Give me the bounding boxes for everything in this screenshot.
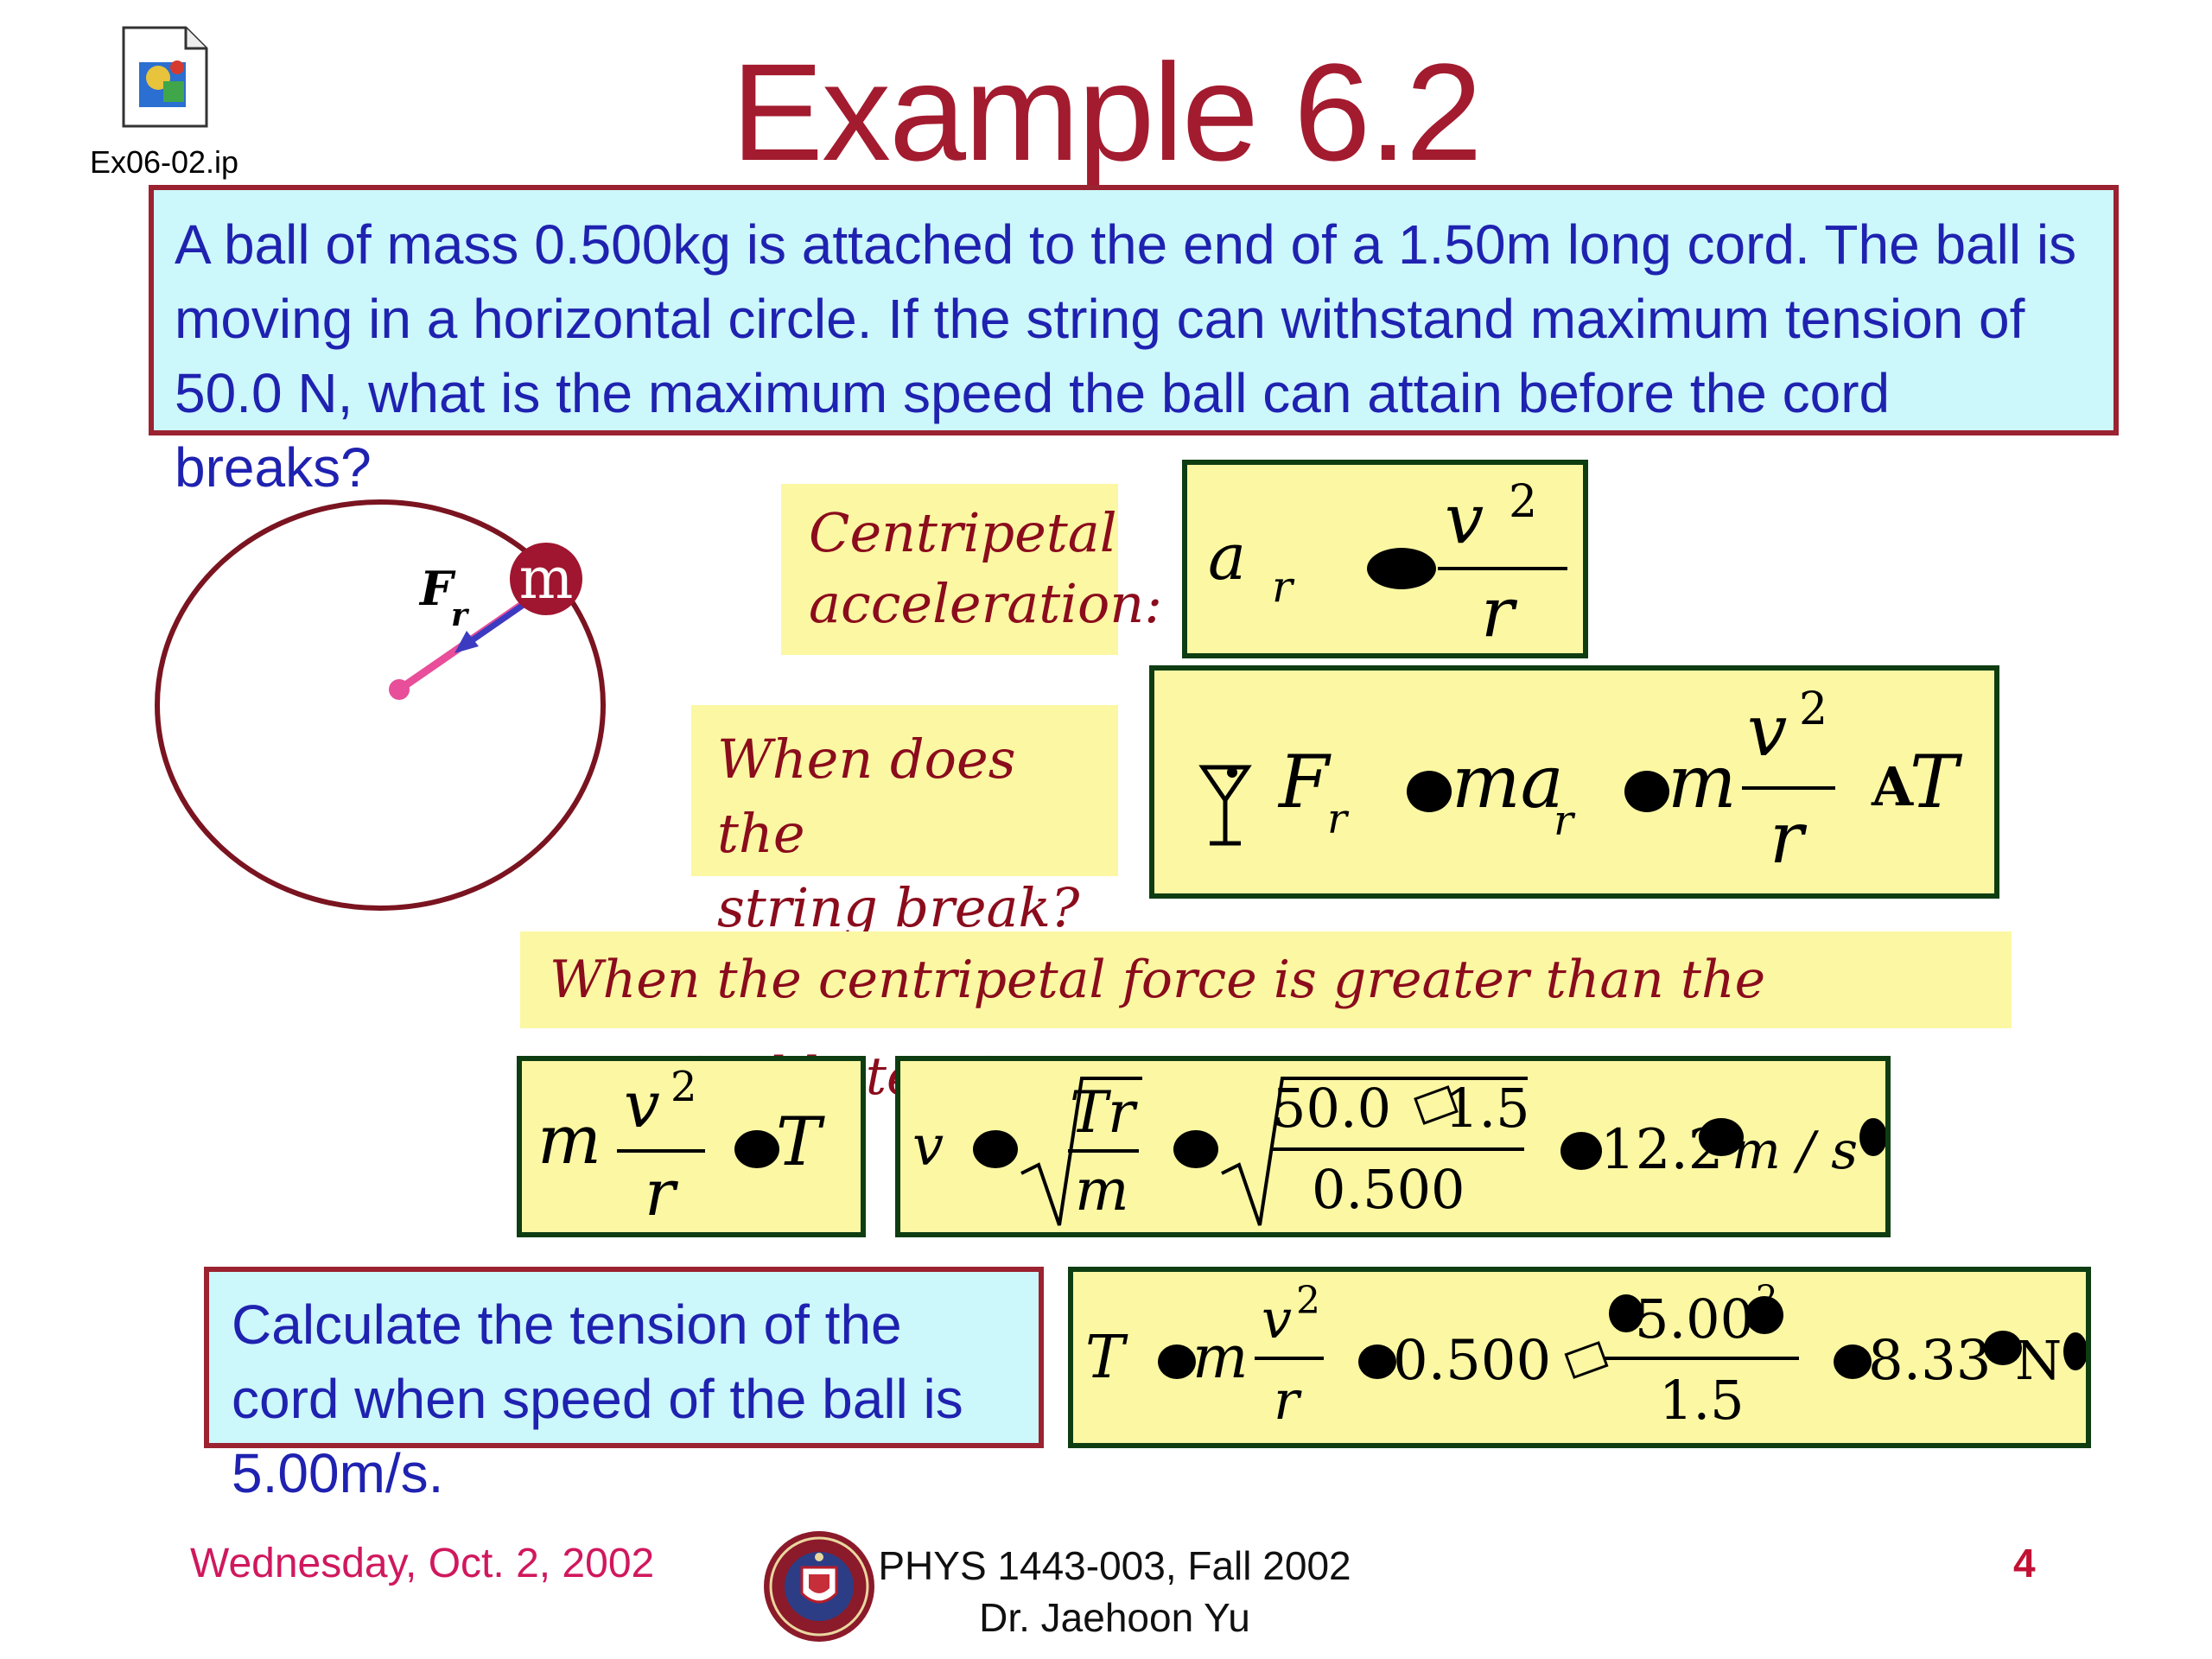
ball <box>510 543 582 615</box>
tension-calculation-equation: T m v 2 r 0.500 5.00 2 1.5 8.33 N <box>1068 1267 2091 1448</box>
svg-text:F: F <box>1277 740 1332 824</box>
file-label: Ex06-02.ip <box>89 144 239 180</box>
svg-text:v: v <box>624 1068 660 1142</box>
force-tension-equation: F r ma r m v 2 r A T <box>1149 665 1999 899</box>
svg-text:Tr: Tr <box>1070 1079 1138 1146</box>
svg-text:m: m <box>537 1102 601 1179</box>
centripetal-label-line1: Centripetal <box>809 501 1117 564</box>
force-subscript: r <box>451 597 470 633</box>
slide-title: Example 6.2 <box>731 35 1482 189</box>
ball-mass-label: m <box>519 545 574 612</box>
svg-text:r: r <box>1272 562 1295 612</box>
svg-text:0.500: 0.500 <box>1393 1329 1551 1393</box>
break-answer: When the centripetal force is greater th… <box>520 931 2012 1107</box>
svg-text:v: v <box>1445 479 1484 559</box>
centripetal-label-line2: acceleration: <box>809 572 1163 635</box>
svg-text:1.5: 1.5 <box>1445 1077 1530 1140</box>
svg-text:50.0: 50.0 <box>1272 1077 1391 1140</box>
circular-motion-diagram: m F r <box>155 499 606 911</box>
svg-text:N: N <box>2015 1329 2062 1392</box>
centripetal-acceleration-equation: a r v 2 r <box>1182 460 1588 658</box>
svg-text:T: T <box>776 1103 825 1181</box>
footer-date: Wednesday, Oct. 2, 2002 <box>190 1541 655 1586</box>
document-icon <box>122 26 208 128</box>
force-label: F <box>418 561 456 616</box>
break-question-box: When does the string break? <box>691 705 1118 939</box>
footer-course-info: PHYS 1443-003, Fall 2002 Dr. Jaehoon Yu <box>847 1540 1382 1643</box>
svg-text:1.5: 1.5 <box>1659 1369 1745 1432</box>
svg-text:r: r <box>645 1156 679 1230</box>
svg-text:T: T <box>1910 740 1963 824</box>
svg-text:r: r <box>1770 798 1808 880</box>
svg-text:v: v <box>912 1115 944 1179</box>
break-question-line1: When does the <box>717 728 1016 865</box>
university-seal-icon <box>764 1531 874 1642</box>
orbit-circle <box>155 499 606 911</box>
svg-text:2: 2 <box>1799 683 1827 735</box>
svg-text:m: m <box>1075 1157 1129 1224</box>
footer-course: PHYS 1443-003, Fall 2002 <box>878 1543 1351 1588</box>
max-tension-equation: m v 2 r T <box>517 1056 866 1237</box>
cord-center-point <box>389 679 410 700</box>
svg-text:A: A <box>1871 755 1914 818</box>
svg-text:r: r <box>1481 572 1518 652</box>
svg-text:m: m <box>1668 740 1737 824</box>
max-speed-equation: v Tr m 50.0 1.5 0.500 12.2 m / s <box>895 1056 1891 1237</box>
footer-instructor: Dr. Jaehoon Yu <box>979 1595 1250 1640</box>
svg-text:2: 2 <box>671 1063 697 1111</box>
svg-text:5.00: 5.00 <box>1635 1287 1754 1351</box>
svg-text:0.500: 0.500 <box>1312 1158 1465 1221</box>
svg-text:T: T <box>1085 1324 1128 1392</box>
svg-text:ma: ma <box>1452 740 1564 824</box>
centripetal-label-box: Centripetal acceleration: <box>781 484 1163 655</box>
svg-text:m: m <box>1192 1324 1248 1392</box>
svg-text:r: r <box>1554 797 1576 845</box>
calc-prompt: Calculate the tension of the cord when s… <box>204 1267 1044 1504</box>
break-question-line2: string break? <box>717 876 1080 939</box>
svg-text:2: 2 <box>1509 476 1537 528</box>
svg-text:2: 2 <box>1296 1279 1320 1323</box>
problem-statement: A ball of mass 0.500kg is attached to th… <box>149 185 2119 499</box>
svg-text:r: r <box>1327 795 1350 843</box>
svg-text:v: v <box>1747 690 1787 772</box>
page-number: 4 <box>2013 1541 2036 1586</box>
svg-text:a: a <box>1208 520 1246 594</box>
file-icon-container[interactable]: Ex06-02.ip <box>69 24 259 181</box>
force-arrow-head <box>454 631 479 653</box>
svg-text:m / s: m / s <box>1732 1121 1858 1181</box>
svg-text:r: r <box>1274 1369 1302 1432</box>
svg-text:8.33: 8.33 <box>1868 1329 1992 1393</box>
svg-text:v: v <box>1262 1287 1292 1351</box>
